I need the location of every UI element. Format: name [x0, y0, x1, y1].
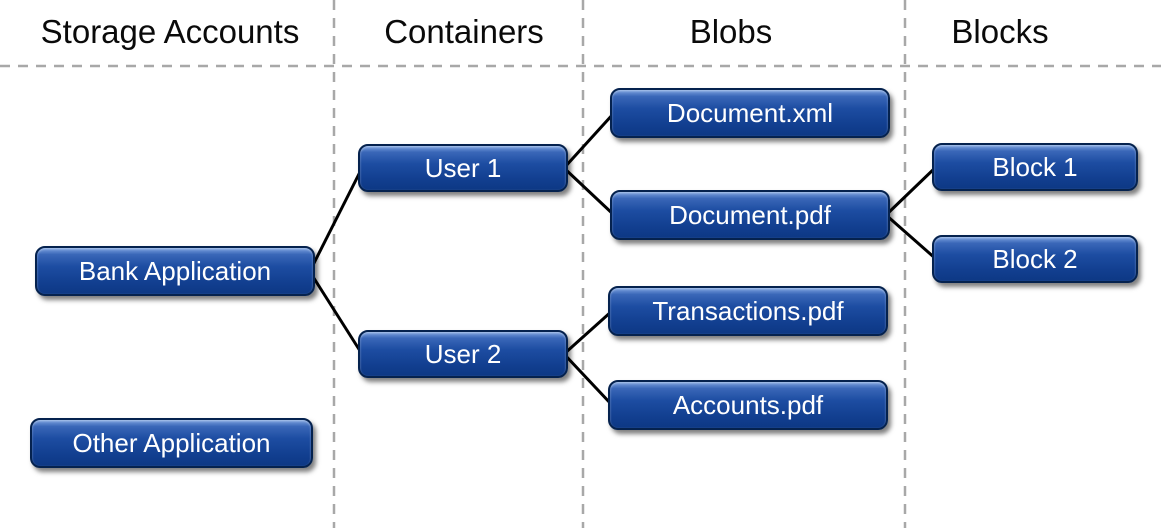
column-header-storage-accounts: Storage Accounts [40, 13, 300, 50]
node-document-pdf: Document.pdf [610, 190, 890, 240]
node-other-application: Other Application [30, 418, 313, 468]
edge-bank-to-user2 [308, 271, 364, 355]
column-header-blobs: Blobs [689, 13, 773, 50]
node-document-xml: Document.xml [610, 88, 890, 138]
edge-documentpdf-to-block1 [884, 165, 938, 217]
node-transactions-pdf: Transactions.pdf [608, 286, 888, 336]
edge-documentpdf-to-block2 [885, 213, 937, 261]
node-bank-application: Bank Application [35, 246, 315, 296]
column-header-blocks: Blocks [951, 13, 1049, 50]
node-accounts-pdf: Accounts.pdf [608, 380, 888, 430]
node-user-2: User 2 [358, 330, 568, 378]
column-header-containers: Containers [384, 13, 544, 50]
node-block-1: Block 1 [932, 143, 1138, 191]
edge-user2-to-accountspdf [562, 352, 614, 407]
edge-bank-to-user1 [308, 167, 364, 272]
edge-user1-to-documentpdf [562, 166, 616, 217]
node-block-2: Block 2 [932, 235, 1138, 283]
edge-user1-to-documentxml [562, 111, 616, 170]
edge-user2-to-transactionspdf [562, 309, 614, 356]
node-user-1: User 1 [358, 144, 568, 192]
